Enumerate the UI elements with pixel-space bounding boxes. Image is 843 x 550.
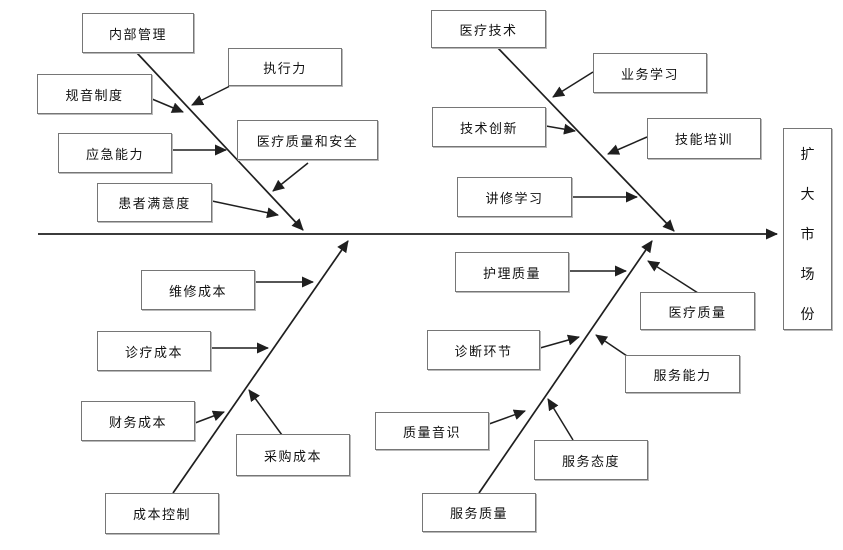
box-skill-training: 技能培训 — [647, 118, 761, 159]
arrow-medical-quality — [647, 260, 699, 294]
box-emergency-capability: 应急能力 — [58, 133, 172, 173]
arrow-rules-system — [151, 98, 184, 113]
arrow-skill-training — [607, 136, 648, 155]
box-medical-quality-safety: 医疗质量和安全 — [237, 120, 378, 160]
box-maintenance-cost: 维修成本 — [141, 270, 255, 310]
branch-bottom-left — [172, 240, 349, 494]
box-quality-awareness: 质量音识 — [375, 412, 489, 450]
branch-top-left — [136, 52, 304, 231]
box-procurement-cost: 采购成本 — [236, 434, 350, 476]
arrow-patient-satisfaction — [211, 200, 279, 219]
box-nursing-quality: 护理质量 — [455, 252, 569, 292]
arrow-service-attitude — [547, 398, 574, 441]
effect-label: 扩大市场份 — [800, 147, 815, 323]
arrow-service-capability — [595, 334, 628, 357]
box-service-capability: 服务能力 — [625, 355, 740, 393]
box-service-attitude: 服务态度 — [534, 440, 648, 480]
arrow-business-learning — [552, 71, 594, 98]
arrow-medical-quality-safety — [272, 162, 309, 192]
box-service-quality: 服务质量 — [422, 493, 536, 532]
box-treatment-cost: 诊疗成本 — [97, 331, 211, 371]
arrow-technical-innovation — [545, 123, 576, 135]
branch-bottom-right — [478, 240, 653, 494]
box-business-learning: 业务学习 — [593, 53, 707, 93]
box-diagnosis-process: 诊断环节 — [427, 330, 540, 370]
box-effect-market-share: 扩大市场份 — [783, 128, 832, 330]
arrow-financial-cost — [194, 410, 225, 424]
arrow-procurement-cost — [248, 389, 283, 436]
box-further-study: 讲修学习 — [457, 177, 572, 217]
box-rules-system: 规音制度 — [37, 74, 152, 114]
arrow-quality-awareness — [488, 409, 526, 425]
arrow-execution — [191, 85, 231, 106]
box-internal-management: 内部管理 — [82, 13, 194, 53]
box-financial-cost: 财务成本 — [81, 401, 195, 441]
box-cost-control: 成本控制 — [105, 493, 219, 534]
box-medical-quality: 医疗质量 — [640, 292, 755, 330]
box-medical-technology: 医疗技术 — [431, 10, 546, 48]
arrow-diagnosis-process — [539, 334, 580, 349]
box-execution: 执行力 — [228, 48, 342, 86]
box-patient-satisfaction: 患者满意度 — [97, 183, 212, 222]
branch-top-right — [496, 46, 675, 232]
box-technical-innovation: 技术创新 — [432, 107, 546, 147]
